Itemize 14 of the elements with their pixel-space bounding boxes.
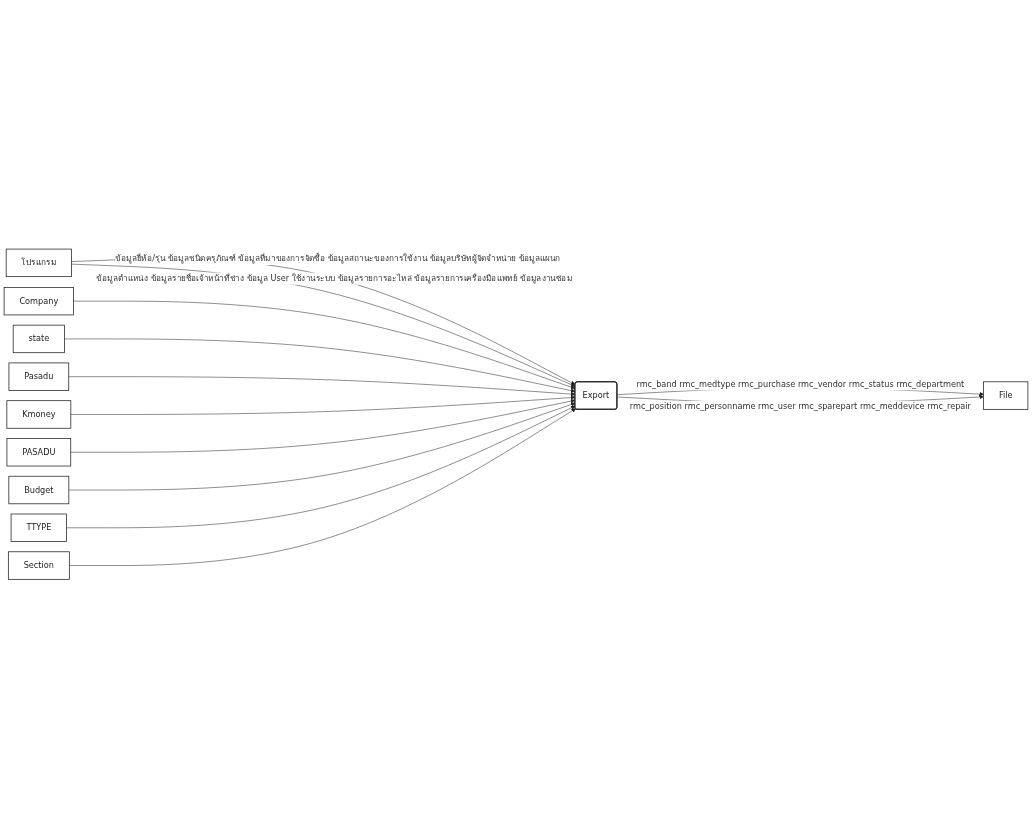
node-box: state: [12, 325, 65, 354]
node-box: Pasadu: [8, 362, 70, 392]
edge-label: rmc_band rmc_medtype rmc_purchase rmc_vendor rmc_status rmc_department: [636, 379, 965, 390]
node-box: TTYPE: [10, 513, 67, 543]
node-box: Kmoney: [6, 400, 72, 429]
node-box: Section: [7, 551, 70, 580]
edge-label: rmc_position rmc_personname rmc_user rmc_sparepart rmc_meddevice rmc_repair: [629, 401, 971, 412]
node-box: File: [983, 381, 1029, 411]
edge-label: ข้อมูลยี่ห้อ/รุ่น ข้อมูลชนิดครุภัณฑ์ ข้อมูลที่มาของการจัดซื้อ ข้อมูลสถานะของการใช้งาน ข้อมูลบริษัทผู้จัดจำหน่าย ข้อมูลแผนก: [115, 254, 561, 264]
node-box: Budget: [8, 476, 70, 505]
node-box: โปรแกรม: [5, 248, 72, 278]
node-box: PASADU: [6, 438, 72, 467]
node-box: Company: [3, 287, 74, 316]
edge-label: ข้อมูลตำแหน่ง ข้อมูลรายชื่อเจ้าหน้าที่ช่าง ข้อมูล User ใช้งานระบบ ข้อมูลรายการอะไหล่ ข้อมูลรายการเครื่องมือแพทย์ ข้อมูลงานซ่อม: [96, 273, 573, 284]
